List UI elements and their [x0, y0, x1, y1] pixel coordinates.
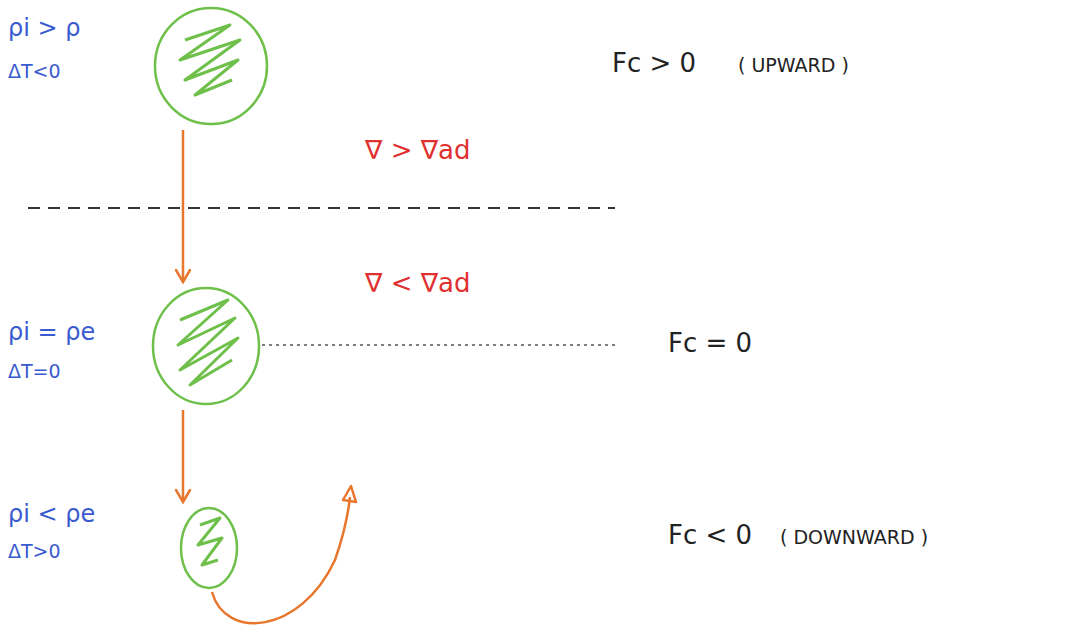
circle-outline: [178, 505, 240, 591]
condition-text: ρi < ρe: [8, 500, 95, 528]
motion-arrow: [176, 410, 190, 502]
hatching: [180, 25, 240, 95]
arrow-shaft: [182, 410, 185, 502]
fluid-element-circle: ρi = ρeΔT=0: [150, 285, 262, 407]
fluid-element-circle: ρi < ρeΔT>0: [178, 505, 240, 591]
condition-text: ΔT<0: [8, 60, 61, 82]
condition-text: ρi = ρe: [8, 318, 95, 346]
motion-arrow: [176, 130, 190, 282]
circle-outline: [150, 285, 262, 407]
annotation-label: ( UPWARD ): [738, 54, 849, 76]
annotation-label: Fc < 0: [668, 520, 752, 550]
annotation-label: ∇ < ∇ad: [365, 268, 471, 298]
dotted-level: [262, 344, 615, 346]
condition-text: ΔT>0: [8, 540, 61, 562]
fluid-element-circle: ρi > ρΔT<0: [152, 5, 270, 127]
return-arrow: [212, 497, 350, 623]
condition-text: ΔT=0: [8, 360, 61, 382]
arrowhead: [176, 490, 190, 502]
annotation-label: ( DOWNWARD ): [780, 526, 928, 548]
return-arrowhead: [343, 486, 356, 502]
annotation-label: ∇ > ∇ad: [365, 135, 471, 165]
hatching: [178, 300, 238, 385]
dashed-boundary: [28, 207, 615, 209]
circle-outline: [155, 8, 267, 124]
condition-text: ρi > ρ: [8, 14, 81, 42]
annotation-label: Fc > 0: [612, 48, 696, 78]
hatching: [198, 518, 222, 565]
circle-outline: [181, 508, 237, 588]
arrowhead: [176, 270, 190, 282]
arrow-shaft: [182, 130, 185, 282]
circle-outline: [152, 5, 270, 127]
circle-outline: [153, 288, 259, 404]
annotation-label: Fc = 0: [668, 328, 752, 358]
